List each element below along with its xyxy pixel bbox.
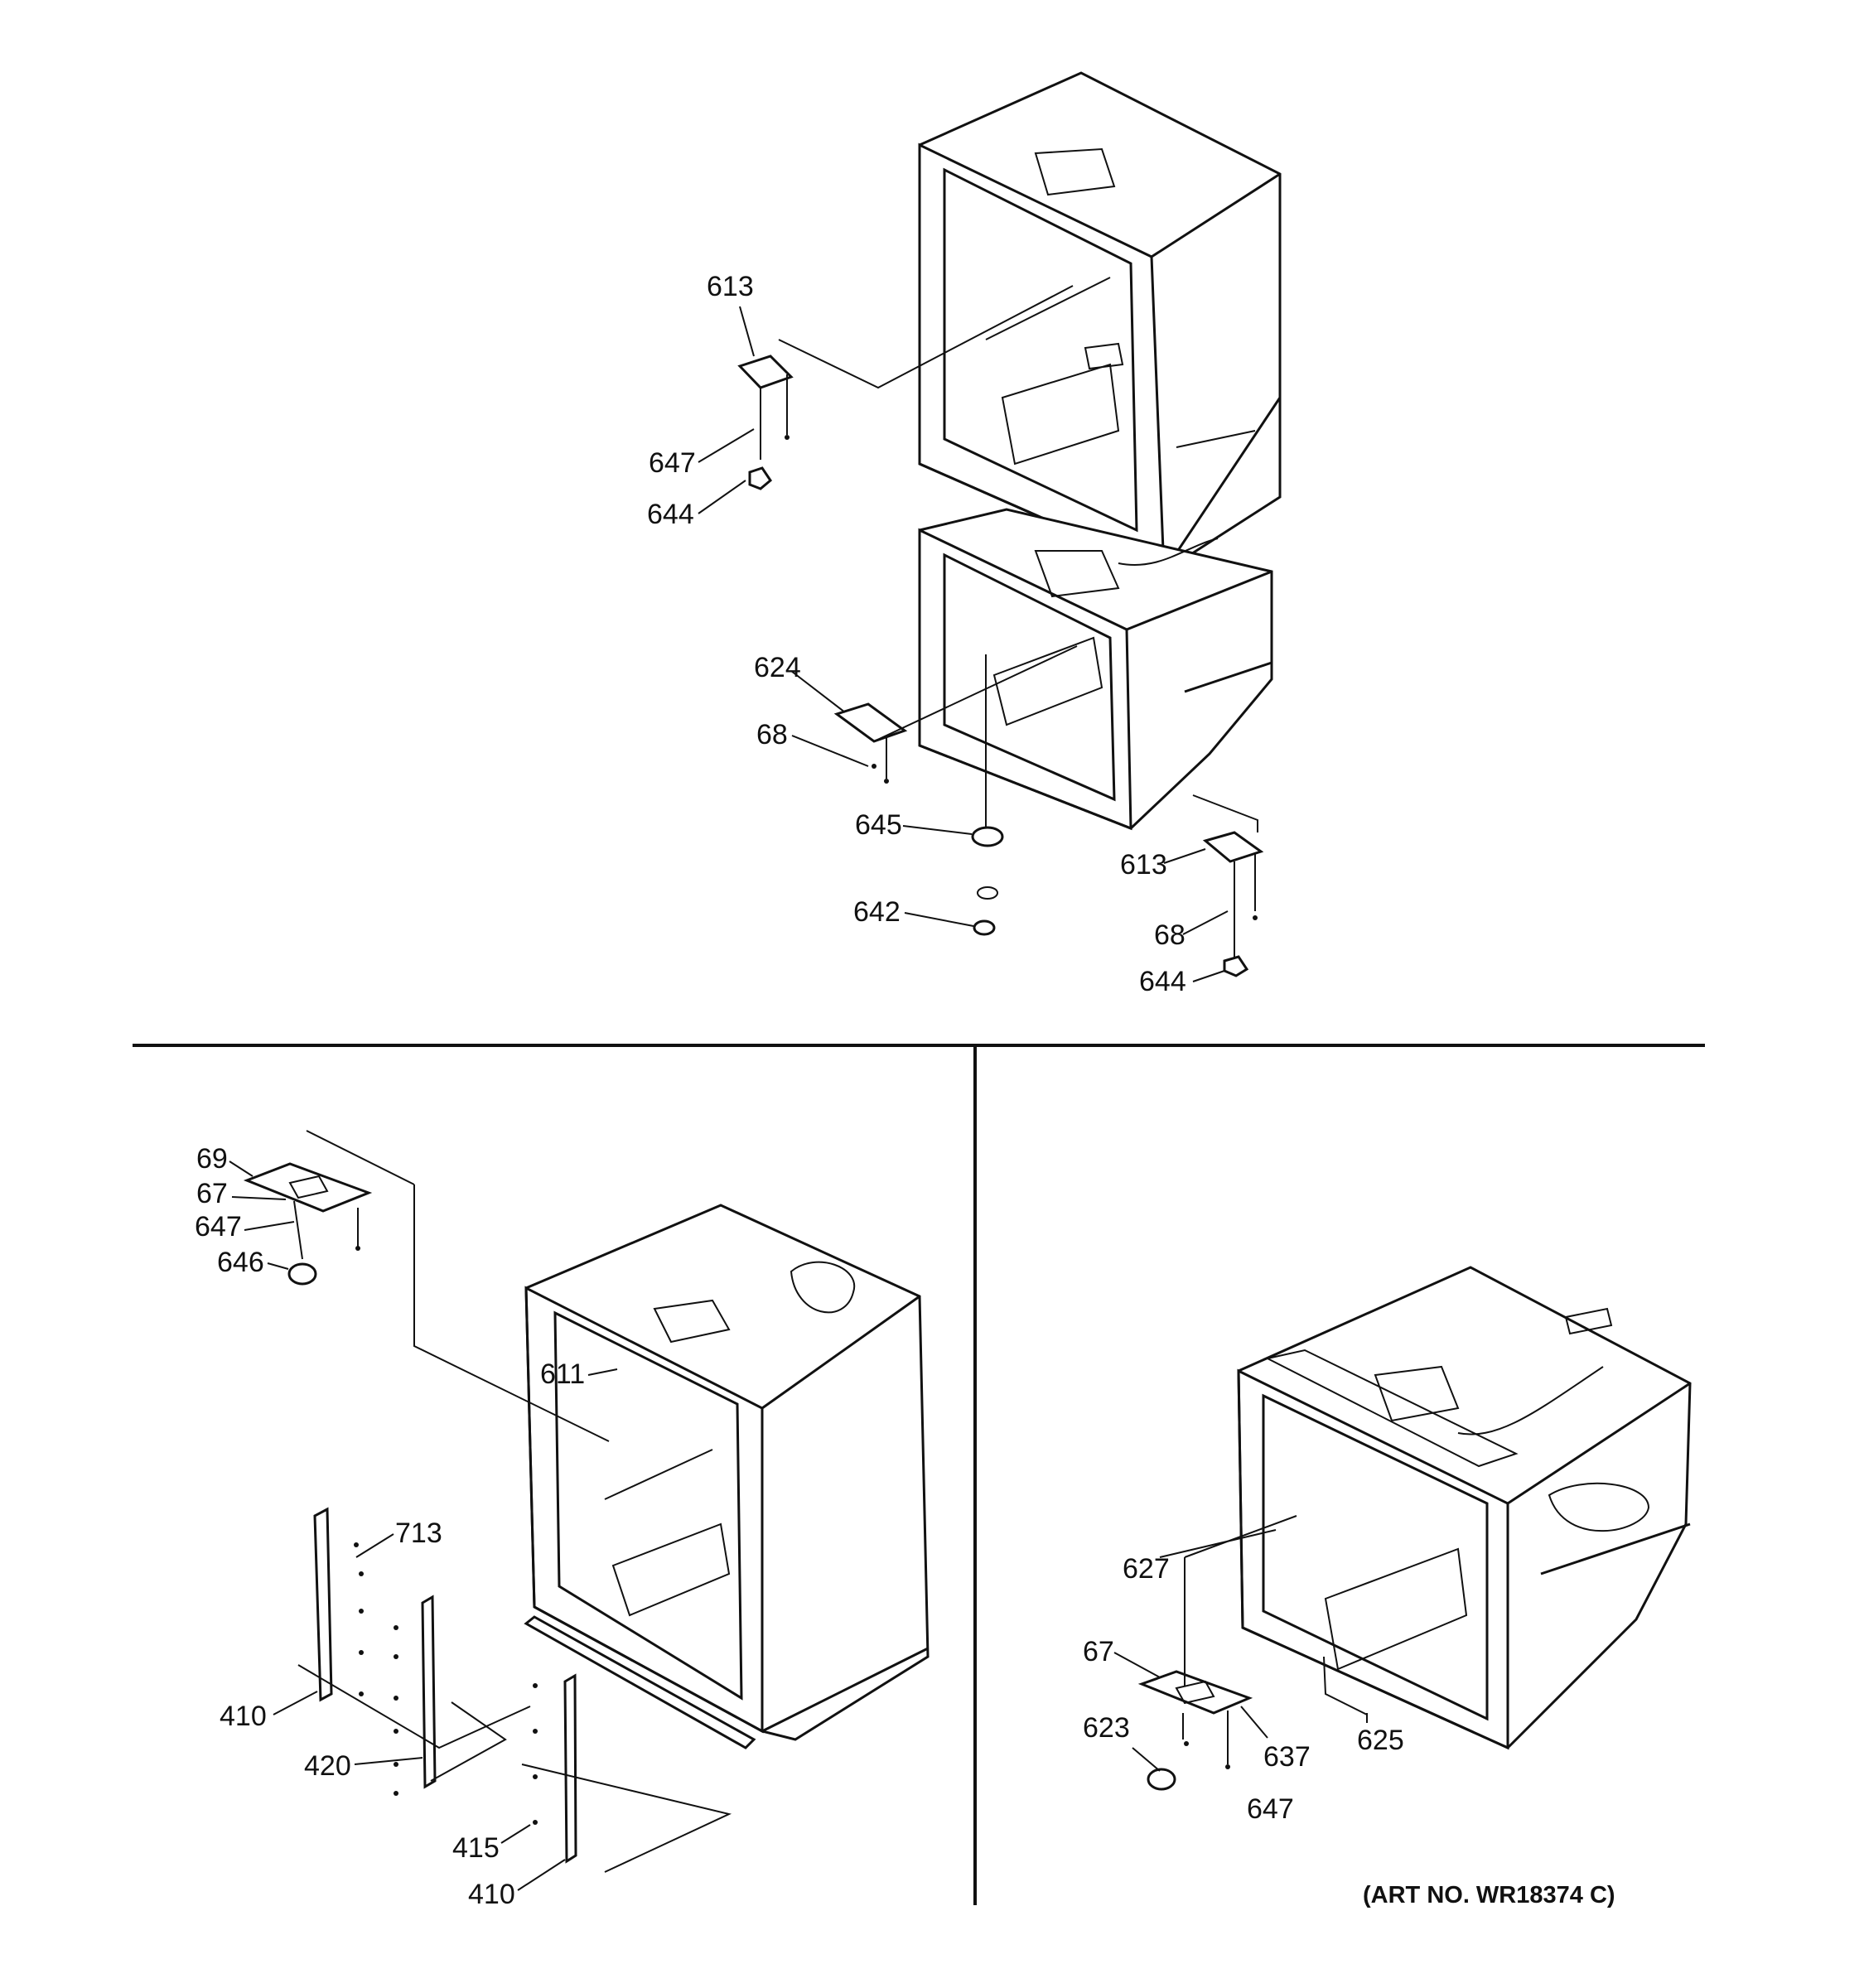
callout-637: 637: [1263, 1741, 1311, 1773]
callout-415: 415: [452, 1832, 500, 1864]
washer: [977, 886, 998, 900]
bottom-right-parts: [1137, 1515, 1368, 1791]
bracket-637: [1137, 1670, 1253, 1715]
callout-623: 623: [1083, 1712, 1130, 1744]
callout-644-lower: 644: [1139, 966, 1186, 997]
bottom-left-parts: [243, 1130, 732, 1873]
bottom-left-leaders: [229, 1160, 618, 1891]
callout-627: 627: [1123, 1553, 1170, 1585]
cover-624: [833, 702, 908, 743]
callout-644-top: 644: [647, 499, 694, 530]
track-420: [421, 1595, 437, 1789]
callout-624: 624: [754, 652, 801, 683]
hinge-bracket-613-lower: [1202, 831, 1264, 863]
callout-67-right: 67: [1083, 1636, 1114, 1667]
callout-68-lower: 68: [1154, 919, 1186, 951]
top-leaders: [698, 306, 1229, 982]
bushing-645: [971, 826, 1004, 847]
bushing-642: [973, 919, 996, 936]
freezer-liner-assembly-left: [524, 1204, 930, 1749]
top-parts: [737, 285, 1264, 977]
callout-647-right: 647: [1247, 1793, 1294, 1825]
hinge-pin-644-upper: [748, 466, 772, 490]
callout-625: 625: [1357, 1725, 1404, 1756]
hinge-pin-644-lower: [1223, 955, 1249, 977]
callout-410-lower: 410: [468, 1879, 515, 1910]
callout-613-lower: 613: [1120, 849, 1167, 881]
hinge-pin-623: [1147, 1768, 1176, 1791]
callout-611: 611: [540, 1358, 585, 1390]
hinge-bracket-613-upper: [737, 355, 794, 389]
lower-liner-assembly: [918, 508, 1273, 831]
callout-613-top: 613: [707, 271, 754, 302]
callout-67-left: 67: [196, 1178, 228, 1209]
hinge-pin-646: [287, 1262, 317, 1286]
cover-plate-69: [243, 1162, 373, 1213]
track-410-lower: [563, 1673, 577, 1864]
track-410-upper: [313, 1507, 333, 1702]
bottom-right-leaders: [1113, 1529, 1368, 1772]
callout-410-upper: 410: [220, 1701, 267, 1732]
callout-646: 646: [217, 1247, 264, 1278]
upper-liner-assembly: [918, 71, 1282, 574]
freezer-liner-assembly-right: [1237, 1266, 1692, 1750]
callout-68-top: 68: [756, 719, 788, 750]
callout-69: 69: [196, 1143, 228, 1175]
callout-713: 713: [395, 1518, 442, 1549]
callout-647-left: 647: [195, 1211, 242, 1242]
callout-420: 420: [304, 1750, 351, 1782]
callout-642: 642: [853, 896, 901, 928]
art-number: (ART NO. WR18374 C): [1363, 1882, 1615, 1908]
callout-647-top: 647: [649, 447, 696, 479]
callout-645: 645: [855, 809, 902, 841]
